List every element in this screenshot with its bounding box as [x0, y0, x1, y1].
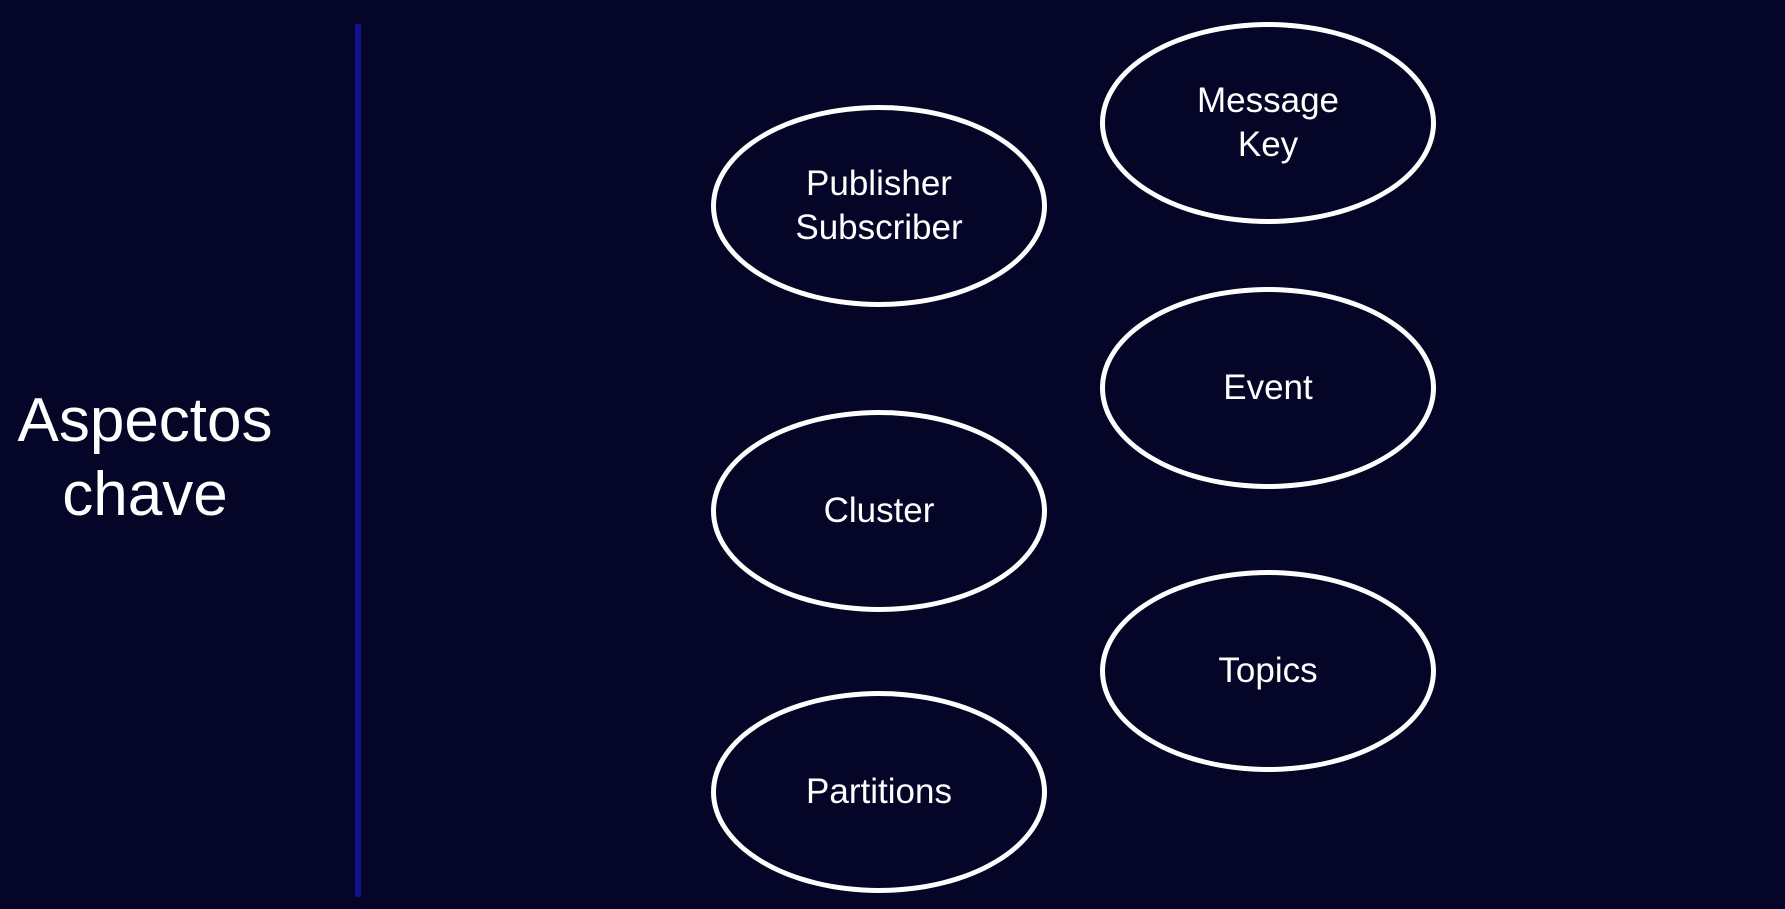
slide-title-line-1: Aspectos [17, 386, 273, 455]
concept-ellipse-message-key: Message Key [1100, 22, 1436, 224]
concept-ellipse-partitions: Partitions [711, 691, 1047, 893]
concept-label-cluster: Cluster [823, 491, 935, 530]
concept-ellipse-cluster: Cluster [711, 410, 1047, 612]
slide-title: Aspectos chave [0, 384, 290, 532]
concept-ellipse-topics: Topics [1100, 570, 1436, 772]
concept-label-partitions: Partitions [806, 772, 952, 811]
concept-ellipse-publisher-subscriber: Publisher Subscriber [711, 105, 1047, 307]
vertical-divider [355, 24, 361, 897]
concept-label-event: Event [1223, 368, 1313, 407]
concept-label-topics: Topics [1218, 651, 1318, 690]
concept-label-publisher-subscriber: Publisher Subscriber [795, 164, 963, 247]
concept-label-message-key: Message Key [1196, 81, 1340, 164]
concept-ellipse-event: Event [1100, 287, 1436, 489]
slide-title-line-2: chave [62, 460, 228, 529]
